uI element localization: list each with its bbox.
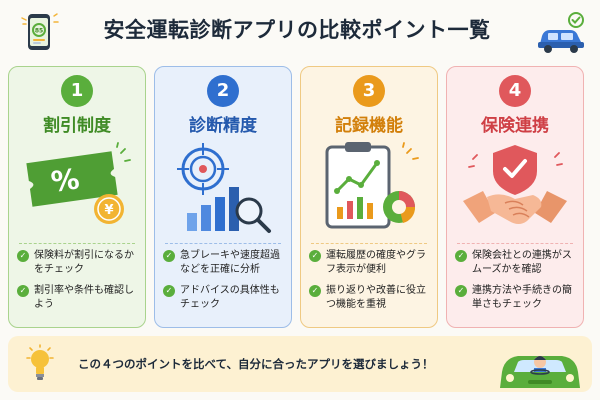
check-icon: ✓ — [163, 250, 175, 262]
bullet-list: ✓急ブレーキや速度超過などを正確に分析 ✓アドバイスの具体性もチェック — [163, 249, 287, 319]
divider — [165, 243, 281, 244]
smartphone-score-icon: 85 — [21, 13, 59, 50]
card-title: 診断精度 — [189, 116, 257, 136]
page-title: 安全運転診断アプリの比較ポイント一覧 — [103, 18, 491, 42]
divider — [19, 243, 135, 244]
clipboard-chart-icon — [325, 142, 419, 229]
card-number: 4 — [499, 75, 531, 107]
card-number: 1 — [61, 75, 93, 107]
card-insurance: 4 保険連携 ✓保険会社との連携がスムーズかを確認 ✓連携方法や手続きの簡単さも… — [446, 66, 584, 328]
list-item: ✓急ブレーキや速度超過などを正確に分析 — [163, 249, 287, 277]
list-item: ✓保険料が割引になるかをチェック — [17, 249, 141, 277]
bullet-list: ✓保険料が割引になるかをチェック ✓割引率や条件も確認しよう — [17, 249, 141, 319]
list-item: ✓保険会社との連携がスムーズかを確認 — [455, 249, 579, 277]
check-icon: ✓ — [309, 285, 321, 297]
discount-ticket-icon: % ¥ — [26, 142, 131, 224]
list-item: ✓運転履歴の確度やグラフ表示が便利 — [309, 249, 433, 277]
svg-text:¥: ¥ — [104, 203, 113, 218]
list-item: ✓連携方法や手続きの簡単さもチェック — [455, 284, 579, 312]
shield-handshake-icon — [463, 145, 567, 224]
car-check-icon — [538, 12, 584, 53]
check-icon: ✓ — [17, 285, 29, 297]
check-icon: ✓ — [17, 250, 29, 262]
card-record: 3 記録機能 ✓運転履歴の確度やグラフ表示が便利 ✓振り返りや改善に役立つ機能を… — [300, 66, 438, 328]
check-icon: ✓ — [455, 285, 467, 297]
divider — [311, 243, 427, 244]
svg-text:%: % — [49, 162, 81, 199]
list-item: ✓振り返りや改善に役立つ機能を重視 — [309, 284, 433, 312]
bullet-list: ✓運転履歴の確度やグラフ表示が便利 ✓振り返りや改善に役立つ機能を重視 — [309, 249, 433, 319]
car-driver-icon — [500, 356, 580, 388]
check-icon: ✓ — [455, 250, 467, 262]
card-number: 3 — [353, 75, 385, 107]
card-number: 2 — [207, 75, 239, 107]
card-accuracy: 2 診断精度 ✓急ブレーキや速度超過などを正確に分析 ✓アドバイスの具体性もチェ… — [154, 66, 292, 328]
card-title: 割引制度 — [43, 116, 111, 136]
check-icon: ✓ — [163, 285, 175, 297]
footer-message: この４つのポイントを比べて、自分に合ったアプリを選びましょう！ — [78, 357, 434, 371]
card-title: 記録機能 — [335, 116, 403, 136]
bullet-list: ✓保険会社との連携がスムーズかを確認 ✓連携方法や手続きの簡単さもチェック — [455, 249, 579, 319]
card-discount: 1 割引制度 % ¥ ✓保険料が割引になるかをチェック ✓割引率や条件も確認しよ… — [8, 66, 146, 328]
list-item: ✓アドバイスの具体性もチェック — [163, 284, 287, 312]
check-icon: ✓ — [309, 250, 321, 262]
divider — [457, 243, 573, 244]
card-title: 保険連携 — [481, 116, 549, 136]
target-chart-magnifier-icon — [177, 143, 271, 233]
svg-text:85: 85 — [35, 28, 43, 35]
footer-banner: この４つのポイントを比べて、自分に合ったアプリを選びましょう！ — [8, 336, 592, 392]
list-item: ✓割引率や条件も確認しよう — [17, 284, 141, 312]
header: 85 安全運転診断アプリの比較ポイント一覧 — [0, 0, 600, 62]
lightbulb-icon — [26, 344, 54, 380]
